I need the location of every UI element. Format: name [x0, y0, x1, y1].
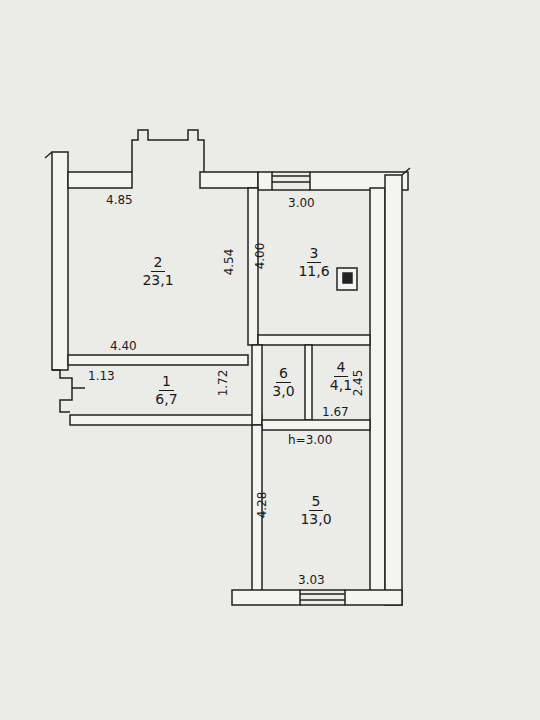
- dimension-label: 1.67: [322, 405, 349, 419]
- room-number: 2: [151, 254, 166, 272]
- room-number: 6: [276, 365, 291, 383]
- dimension-label: 4.28: [255, 492, 269, 519]
- dimension-label: 4.85: [106, 193, 133, 207]
- room-area: 23,1: [139, 272, 176, 289]
- dimension-label: 4.40: [110, 339, 137, 353]
- dimension-label: 2.45: [351, 370, 365, 397]
- room-area: 11,6: [295, 263, 332, 280]
- dimension-label: 3.00: [288, 196, 315, 210]
- room-area: 6,7: [152, 391, 180, 408]
- room-number: 4: [334, 359, 349, 377]
- room: 513,0: [262, 430, 370, 590]
- room-area: 3,0: [269, 383, 297, 400]
- room: 311,6: [258, 190, 370, 335]
- room-number: 3: [307, 245, 322, 263]
- room-area: 4,1: [327, 377, 355, 394]
- dimension-label: 3.03: [298, 573, 325, 587]
- room-number: 5: [309, 493, 324, 511]
- room: 63,0: [262, 345, 305, 420]
- dimension-label: 4.00: [253, 243, 267, 270]
- dimension-label: 1.72: [216, 370, 230, 397]
- room-number: 1: [159, 373, 174, 391]
- room-area: 13,0: [297, 511, 334, 528]
- room: 223,1: [68, 188, 248, 355]
- dimension-label: h=3.00: [288, 433, 332, 447]
- dimension-label: 4.54: [222, 249, 236, 276]
- dimension-label: 1.13: [88, 369, 115, 383]
